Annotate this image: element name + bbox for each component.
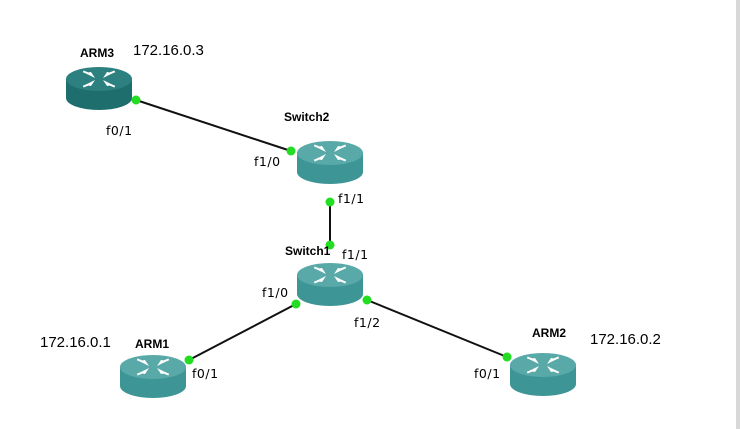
router-icon [510, 353, 576, 396]
port-label-switch1-f1-1: f1/1 [342, 247, 369, 262]
port-label-switch2-f1-1: f1/1 [338, 191, 365, 206]
window-edge [736, 0, 740, 429]
port-dot-arm1-f0-1[interactable] [184, 355, 194, 365]
port-dot-switch1-f1-1[interactable] [325, 240, 335, 250]
link-switch1-arm1[interactable] [188, 303, 297, 361]
ip-label-arm3: 172.16.0.3 [133, 42, 204, 59]
node-switch1[interactable] [297, 263, 363, 306]
port-label-switch2-f1-0: f1/0 [254, 154, 281, 169]
node-switch2[interactable] [297, 141, 363, 184]
port-label-arm3-f0-1: f0/1 [106, 123, 133, 138]
router-icon [297, 141, 363, 184]
port-dot-switch1-f1-2[interactable] [362, 295, 372, 305]
ip-label-arm2: 172.16.0.2 [590, 331, 661, 348]
node-arm2[interactable] [510, 353, 576, 396]
node-arm1[interactable] [120, 355, 186, 398]
router-icon [66, 67, 132, 110]
node-name-arm1: ARM1 [135, 337, 169, 351]
port-dot-switch1-f1-0[interactable] [291, 299, 301, 309]
node-name-switch1: Switch1 [285, 244, 331, 258]
link-switch1-arm2[interactable] [366, 299, 508, 358]
ip-label-arm1: 172.16.0.1 [40, 334, 111, 351]
node-name-switch2: Switch2 [284, 110, 330, 124]
router-icon [120, 355, 186, 398]
port-dot-arm2-f0-1[interactable] [502, 352, 512, 362]
port-label-switch1-f1-2: f1/2 [354, 315, 381, 330]
port-label-arm2-f0-1: f0/1 [474, 366, 501, 381]
port-dot-switch2-f1-1[interactable] [325, 197, 335, 207]
port-label-switch1-f1-0: f1/0 [262, 285, 289, 300]
port-label-arm1-f0-1: f0/1 [192, 366, 219, 381]
node-arm3[interactable] [66, 67, 132, 110]
node-name-arm2: ARM2 [532, 326, 566, 340]
port-dot-switch2-f1-0[interactable] [286, 146, 296, 156]
port-dot-arm3-f0-1[interactable] [131, 95, 141, 105]
link-arm3-switch2[interactable] [135, 99, 292, 152]
router-icon [297, 263, 363, 306]
node-name-arm3: ARM3 [80, 46, 114, 60]
